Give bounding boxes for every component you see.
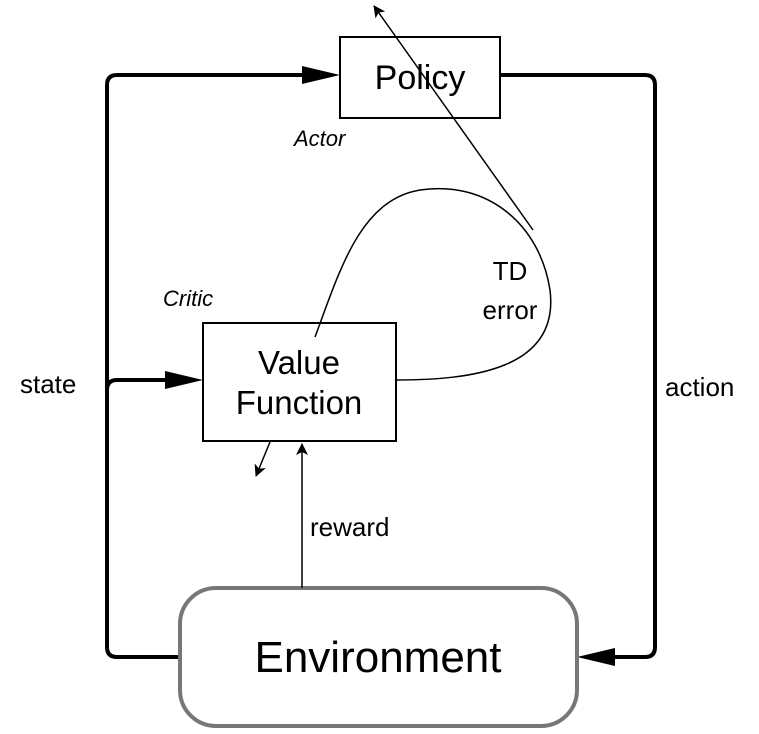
td-label-line2: error bbox=[483, 295, 538, 325]
state-loop-line bbox=[105, 73, 305, 659]
state-to-critic-line bbox=[105, 378, 168, 391]
action-loop-line bbox=[500, 73, 657, 659]
critic-update-arrow bbox=[254, 441, 271, 477]
td-label-line1: TD bbox=[493, 256, 528, 286]
value-function-label-line1: Value bbox=[258, 344, 340, 381]
value-function-box bbox=[202, 322, 397, 442]
environment-input-arrowhead bbox=[577, 648, 615, 666]
environment-box bbox=[178, 586, 579, 728]
critic-input-arrowhead bbox=[165, 371, 203, 389]
state-label: state bbox=[20, 369, 76, 399]
actor-label: Actor bbox=[292, 126, 347, 151]
critic-label: Critic bbox=[163, 286, 213, 311]
reward-label: reward bbox=[310, 512, 389, 542]
value-function-label-line2: Function bbox=[236, 384, 363, 421]
policy-box bbox=[339, 36, 501, 119]
policy-input-arrowhead bbox=[302, 66, 340, 84]
td-error-to-policy-line bbox=[373, 5, 534, 231]
policy-label: Policy bbox=[375, 59, 466, 97]
action-label: action bbox=[665, 372, 734, 402]
environment-label: Environment bbox=[254, 633, 501, 682]
td-error-curve bbox=[314, 187, 552, 381]
